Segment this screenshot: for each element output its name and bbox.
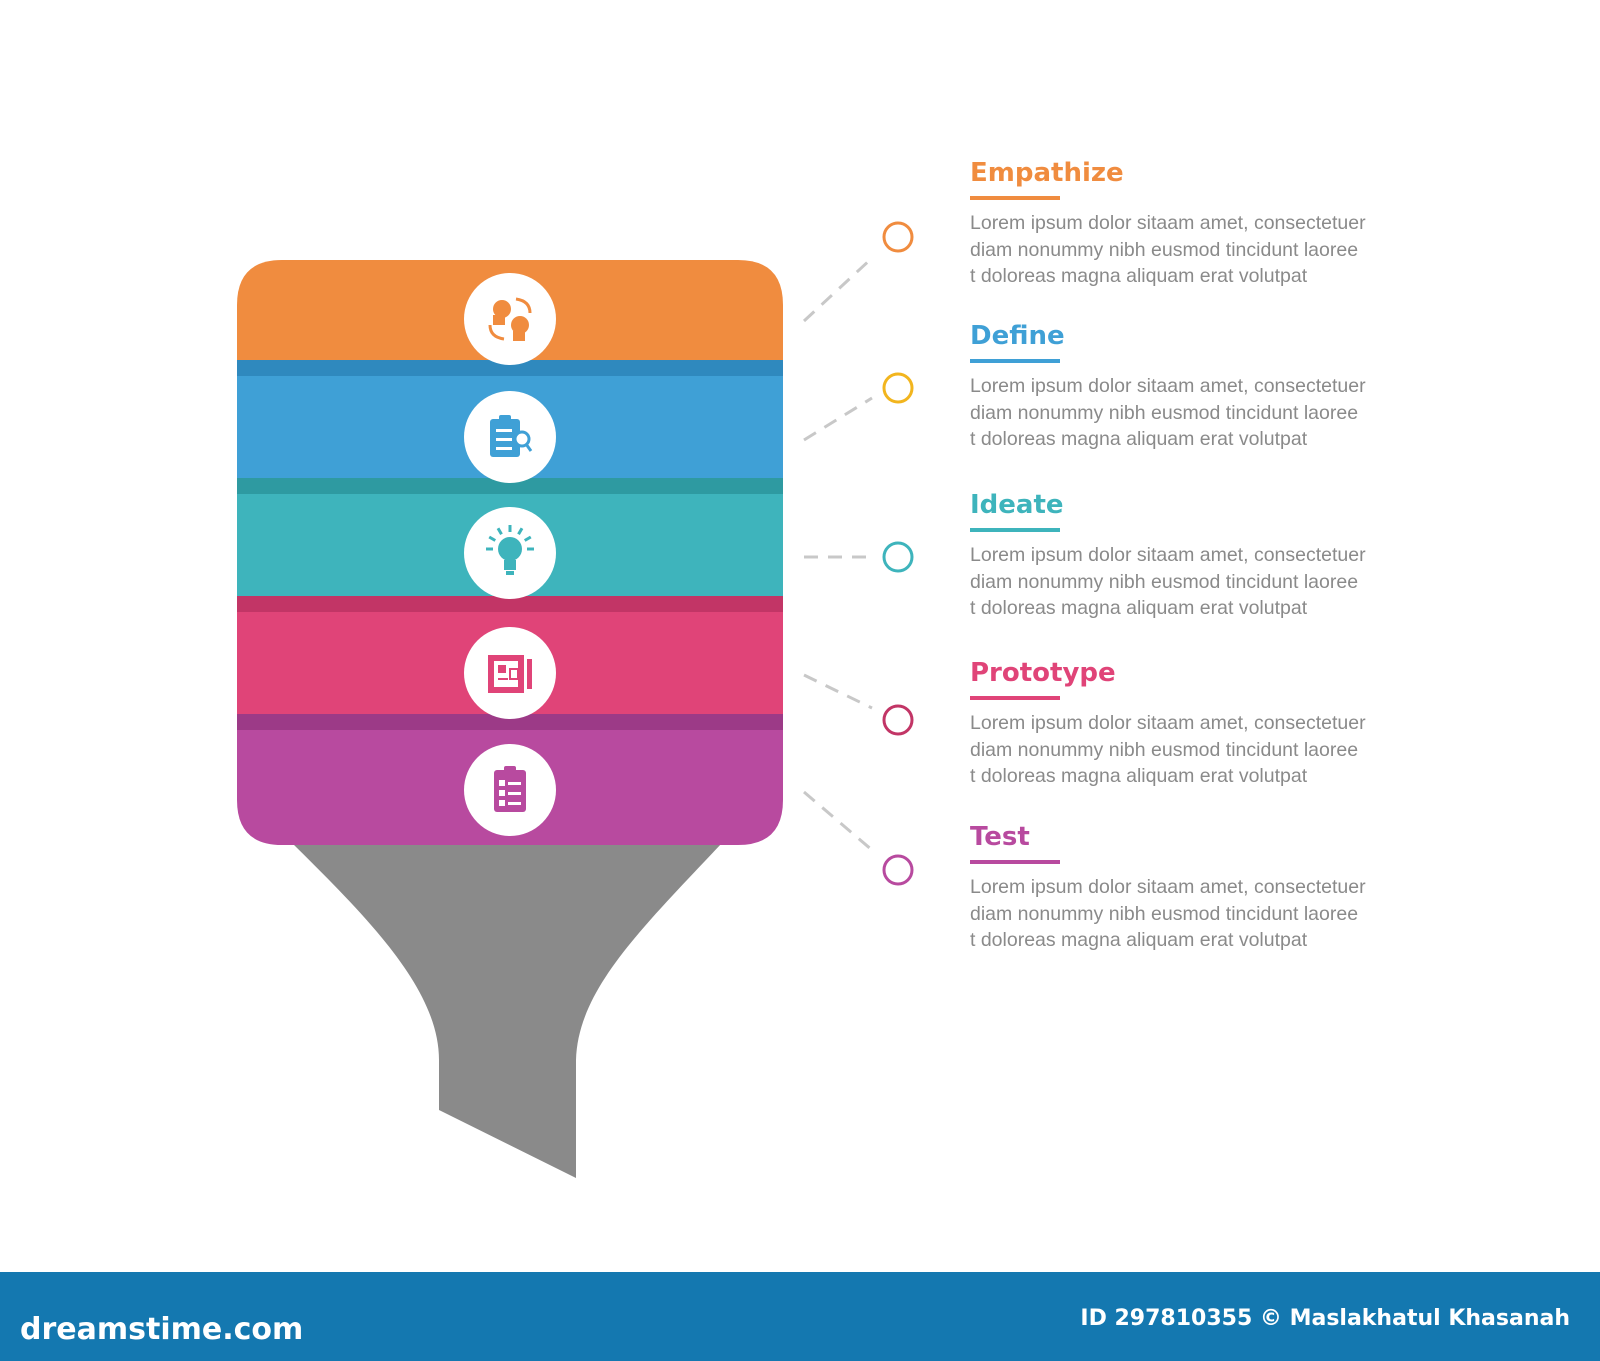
step-marker [882,372,914,404]
step-description: Lorem ipsum dolor sitaam amet, consectet… [970,375,1366,450]
footer-site[interactable]: dreamstime.com [20,1312,304,1347]
step-title: Empathize [970,158,1124,188]
step-marker [882,854,914,886]
band-divider [237,360,783,376]
title-underline [970,860,1060,864]
band-icons [464,273,556,836]
funnel-spout [292,843,722,1178]
step-marker [882,221,914,253]
step-title: Prototype [970,658,1116,688]
connector-line [803,673,873,710]
band-divider [237,478,783,494]
step-description: Lorem ipsum dolor sitaam amet, consectet… [970,544,1366,619]
connector-lines [802,221,914,886]
step-title: Ideate [970,490,1064,520]
step-marker [882,704,914,736]
step-description: Lorem ipsum dolor sitaam amet, consectet… [970,876,1366,951]
lightbulb-icon [464,507,556,599]
connector-line [803,790,873,852]
band-divider [237,596,783,612]
blueprint-icon [464,627,556,719]
title-underline [970,196,1060,200]
footer-bar: dreamstime.com ID 297810355 © Maslakhatu… [0,1272,1600,1361]
connector-line [803,396,873,442]
title-underline [970,696,1060,700]
step-title: Define [970,321,1065,351]
empathy-heads-icon [464,273,556,365]
connector-line [802,256,874,323]
title-underline [970,528,1060,532]
band-divider [237,714,783,730]
step-description: Lorem ipsum dolor sitaam amet, consectet… [970,212,1366,287]
step-description: Lorem ipsum dolor sitaam amet, consectet… [970,712,1366,787]
step-title: Test [970,822,1030,852]
footer-credit: ID 297810355 © Maslakhatul Khasanah [1080,1306,1570,1331]
checklist-icon [464,744,556,836]
clipboard-search-icon [464,391,556,483]
title-underline [970,359,1060,363]
step-marker [882,541,914,573]
